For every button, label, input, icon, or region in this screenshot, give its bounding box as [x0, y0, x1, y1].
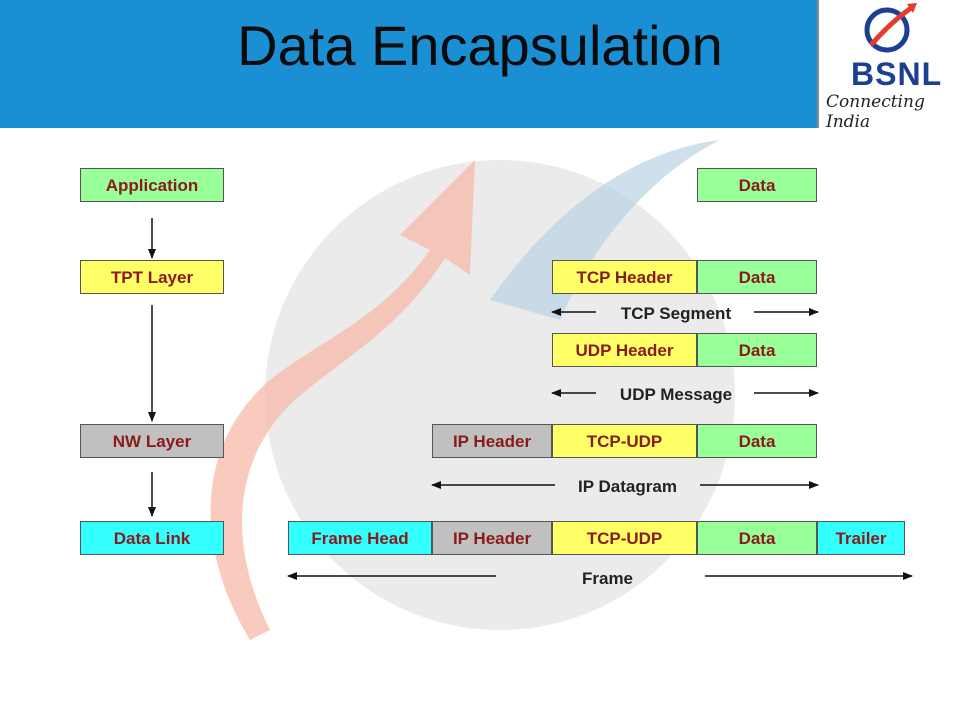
- frame-label: Frame: [581, 569, 634, 588]
- bsnl-logo-icon: [864, 3, 917, 53]
- logo-brand: BSNL: [851, 56, 943, 92]
- frame-ip-header-box: IP Header: [432, 521, 552, 555]
- udp-data-box: Data: [697, 333, 817, 367]
- tcp-segment-label: TCP Segment: [620, 304, 732, 323]
- layer-datalink: Data Link: [80, 521, 224, 555]
- udp-header-box: UDP Header: [552, 333, 697, 367]
- tcp-data-box: Data: [697, 260, 817, 294]
- frame-head-box: Frame Head: [288, 521, 432, 555]
- ip-datagram-label: IP Datagram: [578, 477, 677, 496]
- frame-tcpudp-box: TCP-UDP: [552, 521, 697, 555]
- frame-data-box: Data: [697, 521, 817, 555]
- layer-application: Application: [80, 168, 224, 202]
- layer-tpt: TPT Layer: [80, 260, 224, 294]
- tcp-header-box: TCP Header: [552, 260, 697, 294]
- frame-trailer-box: Trailer: [817, 521, 905, 555]
- bsnl-logo: [817, 0, 960, 128]
- layer-nw: NW Layer: [80, 424, 224, 458]
- udp-message-label: UDP Message: [619, 385, 733, 404]
- page-title: Data Encapsulation: [237, 14, 723, 77]
- ip-header-box: IP Header: [432, 424, 552, 458]
- ip-tcpudp-box: TCP-UDP: [552, 424, 697, 458]
- app-data-box: Data: [697, 168, 817, 202]
- ip-data-box: Data: [697, 424, 817, 458]
- title-banner: [0, 0, 817, 128]
- logo-tagline: Connecting India: [826, 92, 925, 132]
